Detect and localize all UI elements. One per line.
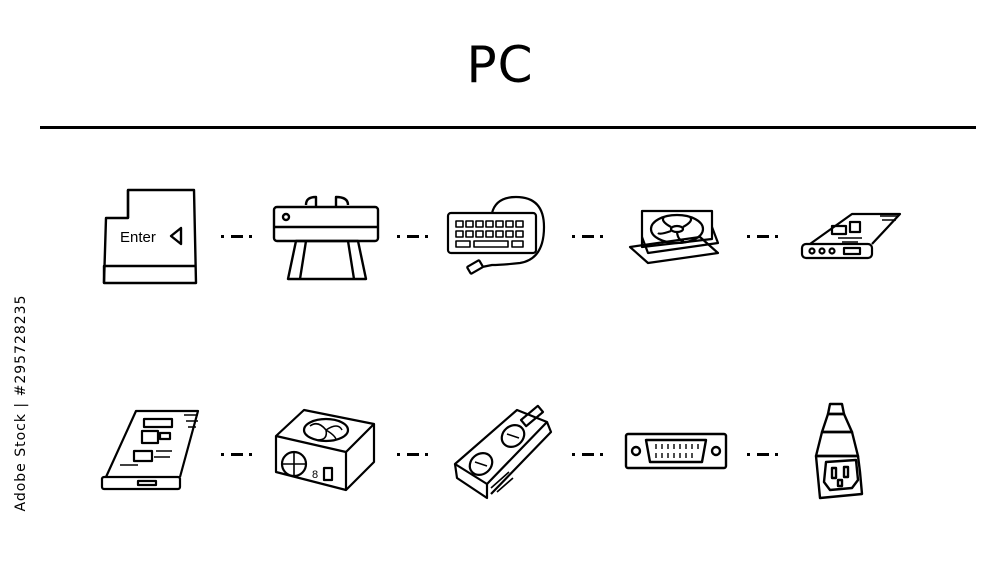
enter-key-label: Enter	[120, 229, 156, 246]
connector-dots	[572, 453, 604, 456]
wired-keyboard-icon	[446, 193, 552, 283]
connector-dots	[397, 453, 429, 456]
connector-dots	[747, 235, 779, 238]
power-plug-icon	[812, 402, 868, 500]
connector-dots	[572, 235, 604, 238]
stock-id-label: Adobe Stock | #295728235	[13, 294, 29, 512]
psu-mark: 8	[312, 469, 318, 481]
inkjet-printer-icon	[272, 193, 382, 283]
cooling-fan-icon	[622, 203, 730, 267]
motherboard-card-icon	[98, 405, 204, 493]
connector-dots	[747, 453, 779, 456]
dvi-port-icon	[624, 430, 728, 472]
power-supply-icon: 8	[272, 406, 378, 494]
title-divider	[40, 126, 976, 129]
connector-dots	[221, 453, 253, 456]
graphics-card-icon	[447, 402, 557, 500]
page-title: PC	[466, 36, 534, 94]
connector-dots	[221, 235, 253, 238]
expansion-card-icon	[798, 208, 906, 268]
connector-dots	[397, 235, 429, 238]
enter-key-icon: Enter	[98, 186, 202, 290]
